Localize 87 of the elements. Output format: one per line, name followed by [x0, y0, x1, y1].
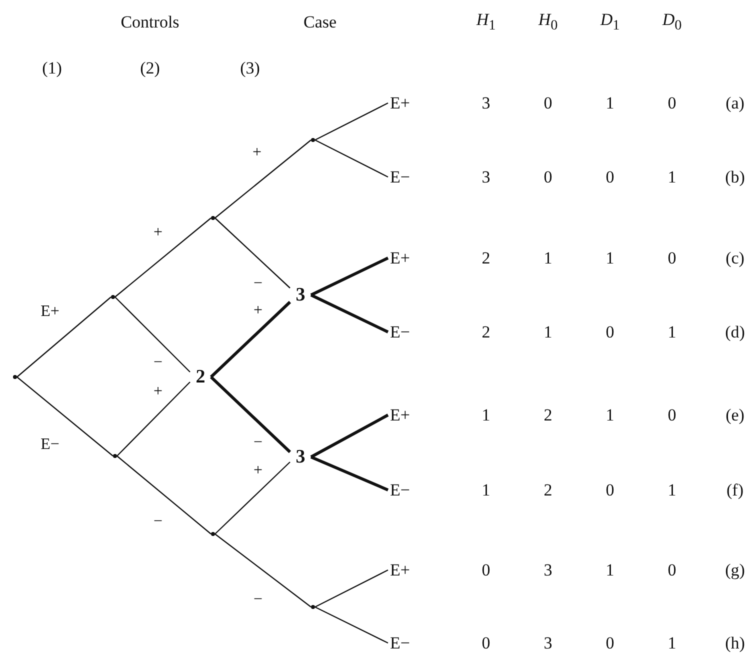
outcome-label: E− [390, 482, 410, 498]
row-letter: (h) [725, 634, 745, 652]
merge-count: 3 [296, 448, 306, 466]
table-value: 3 [544, 562, 552, 578]
branch-line [310, 256, 389, 296]
branch-line [210, 376, 292, 454]
branch-line [116, 382, 190, 456]
row-letter: (c) [726, 250, 744, 266]
branch-line [314, 102, 388, 141]
branch-point [211, 532, 215, 536]
variable-heading: H$_{0}$ [538, 11, 558, 33]
table-value: 0 [606, 634, 614, 652]
table-value: 0 [482, 562, 490, 578]
row-letter: (f) [726, 482, 744, 498]
branch-point [311, 138, 315, 142]
table-value: 3 [544, 634, 552, 652]
table-value: 1 [606, 250, 614, 266]
table-value: 0 [668, 406, 676, 424]
table-value: 1 [606, 94, 614, 112]
branch-line [314, 569, 388, 608]
row-letter: (b) [725, 168, 745, 186]
outcome-label: E+ [390, 406, 410, 424]
step-number: (1) [42, 60, 62, 76]
branch-line [214, 218, 290, 288]
branch-line [310, 414, 389, 458]
branch-point [113, 454, 117, 458]
branch-line [210, 300, 292, 378]
outcome-label: E− [390, 168, 410, 186]
table-value: 3 [482, 94, 490, 112]
branch-line [114, 296, 190, 372]
table-value: 3 [482, 168, 490, 186]
column-heading: Case [303, 14, 337, 30]
table-value: 0 [544, 168, 552, 186]
row-letter: (g) [725, 562, 745, 578]
variable-heading: D$_{0}$ [662, 11, 682, 33]
outcome-label: E+ [390, 94, 410, 112]
outcome-label: E+ [390, 562, 410, 578]
table-value: 1 [606, 562, 614, 578]
outcome-label: E+ [390, 250, 410, 266]
branch-point [311, 605, 315, 609]
table-value: 0 [606, 168, 614, 186]
branch-point [211, 216, 215, 220]
table-value: 0 [668, 94, 676, 112]
outcome-label: E− [390, 324, 410, 340]
table-value: 1 [482, 406, 490, 424]
row-letter: (d) [725, 324, 745, 340]
variable-heading: D$_{1}$ [600, 11, 620, 33]
branch-line [310, 456, 389, 492]
branch-point [13, 375, 17, 379]
branch-line [214, 140, 312, 218]
merge-count: 2 [196, 368, 206, 386]
table-value: 1 [482, 482, 490, 498]
variable-heading: H$_{1}$ [476, 11, 496, 33]
branch-line [116, 456, 212, 534]
branch-line [16, 376, 114, 456]
table-value: 1 [668, 634, 676, 652]
branch-line [310, 294, 389, 334]
outcome-label: E− [390, 634, 410, 652]
table-value: 1 [544, 250, 552, 266]
table-value: 1 [668, 482, 676, 498]
table-value: 0 [482, 634, 490, 652]
table-value: 2 [482, 250, 490, 266]
table-value: 0 [668, 562, 676, 578]
table-value: 2 [482, 324, 490, 340]
table-value: 0 [668, 250, 676, 266]
branch-line [314, 139, 388, 178]
step-number: (3) [240, 60, 260, 76]
branch-line [214, 534, 312, 608]
branch-line [314, 606, 388, 644]
table-value: 1 [606, 406, 614, 424]
branch-point [111, 295, 115, 299]
table-value: 0 [544, 94, 552, 112]
step-number: (2) [140, 60, 160, 76]
table-value: 2 [544, 482, 552, 498]
branch-line [16, 296, 112, 378]
table-value: 1 [544, 324, 552, 340]
table-value: 0 [606, 482, 614, 498]
branch-line [214, 462, 290, 534]
row-letter: (e) [726, 406, 744, 424]
merge-count: 3 [296, 286, 306, 304]
table-value: 2 [544, 406, 552, 424]
table-value: 0 [606, 324, 614, 340]
table-value: 1 [668, 168, 676, 186]
column-heading: Controls [120, 14, 180, 30]
table-value: 1 [668, 324, 676, 340]
row-letter: (a) [726, 94, 744, 112]
branch-line [114, 218, 212, 298]
